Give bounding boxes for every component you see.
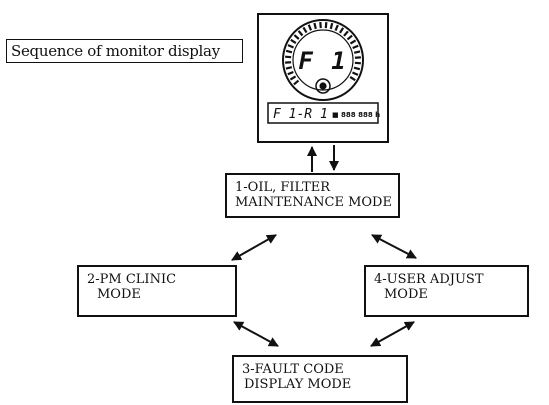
- dial-tick: [313, 22, 317, 30]
- arrow-mode4-mode3: [370, 321, 415, 347]
- indicator-icon: [315, 78, 331, 94]
- dial-tick: [287, 44, 294, 49]
- dial-tick: [293, 79, 300, 86]
- arrow-mode1-mode2: [231, 234, 277, 261]
- arrow-mode2-mode3: [233, 321, 279, 347]
- mode-label-line1: 2-PM CLINIC: [87, 272, 177, 287]
- diagram-title: Sequence of monitor display: [6, 39, 243, 63]
- mode-box-oil-filter-maintenance: 1-OIL, FILTER MAINTENANCE MODE: [225, 173, 400, 218]
- arrow-mode1-mode4: [371, 234, 417, 259]
- dial-tick: [329, 22, 334, 30]
- mode-label-line2: MAINTENANCE MODE: [235, 195, 392, 210]
- dial-code-text: F 1: [298, 47, 347, 75]
- mode-box-fault-code-display: 3-FAULT CODE DISPLAY MODE: [232, 355, 408, 403]
- mode-label-line1: 3-FAULT CODE: [242, 362, 344, 377]
- dial-tick: [346, 34, 353, 41]
- mode-label-line2: MODE: [97, 287, 141, 302]
- dial-tick: [302, 26, 308, 34]
- dial-tick: [334, 24, 339, 31]
- dial-tick-marks: [285, 22, 361, 86]
- dial-tick: [324, 22, 328, 29]
- monitor-display: F 1 F 1-R 1 ■ 888 888 h: [257, 13, 389, 143]
- dial-tick: [349, 76, 356, 82]
- dial-tick: [289, 75, 297, 81]
- mode-box-pm-clinic: 2-PM CLINIC MODE: [77, 265, 237, 317]
- mode-label-line2: MODE: [384, 287, 428, 302]
- dial-tick: [285, 49, 293, 54]
- dial-tick: [352, 71, 359, 76]
- dial-tick: [285, 55, 292, 59]
- dial-tick: [343, 30, 349, 37]
- dial-tick: [307, 24, 313, 31]
- dial-tick: [349, 39, 357, 45]
- dial-tick: [353, 50, 361, 54]
- dial-tick: [285, 66, 293, 70]
- dial-tick: [354, 61, 361, 65]
- dial-tick: [293, 34, 300, 40]
- dial-tick: [352, 44, 359, 50]
- dial-tick: [339, 27, 345, 34]
- monitor-graphic: F 1 F 1-R 1 ■ 888 888 h: [267, 19, 380, 124]
- dial-tick: [353, 66, 361, 71]
- mode-label-line2: DISPLAY MODE: [244, 377, 352, 392]
- indicator-icon-core: [319, 82, 327, 90]
- lcd-suffix-text: ■ 888 888 h: [332, 111, 380, 119]
- lcd-strip: [267, 102, 379, 124]
- dial-outer-ring: [282, 19, 364, 101]
- dial-tick: [297, 30, 304, 37]
- mode-box-user-adjust: 4-USER ADJUST MODE: [364, 265, 529, 317]
- lcd-code-text: F 1-R 1: [273, 107, 328, 122]
- dial-tick: [287, 70, 294, 76]
- dial-tick: [290, 38, 297, 44]
- mode-label-line1: 4-USER ADJUST: [374, 272, 484, 287]
- mode-label-line1: 1-OIL, FILTER: [235, 180, 331, 195]
- dial-inner-ring: [292, 29, 354, 91]
